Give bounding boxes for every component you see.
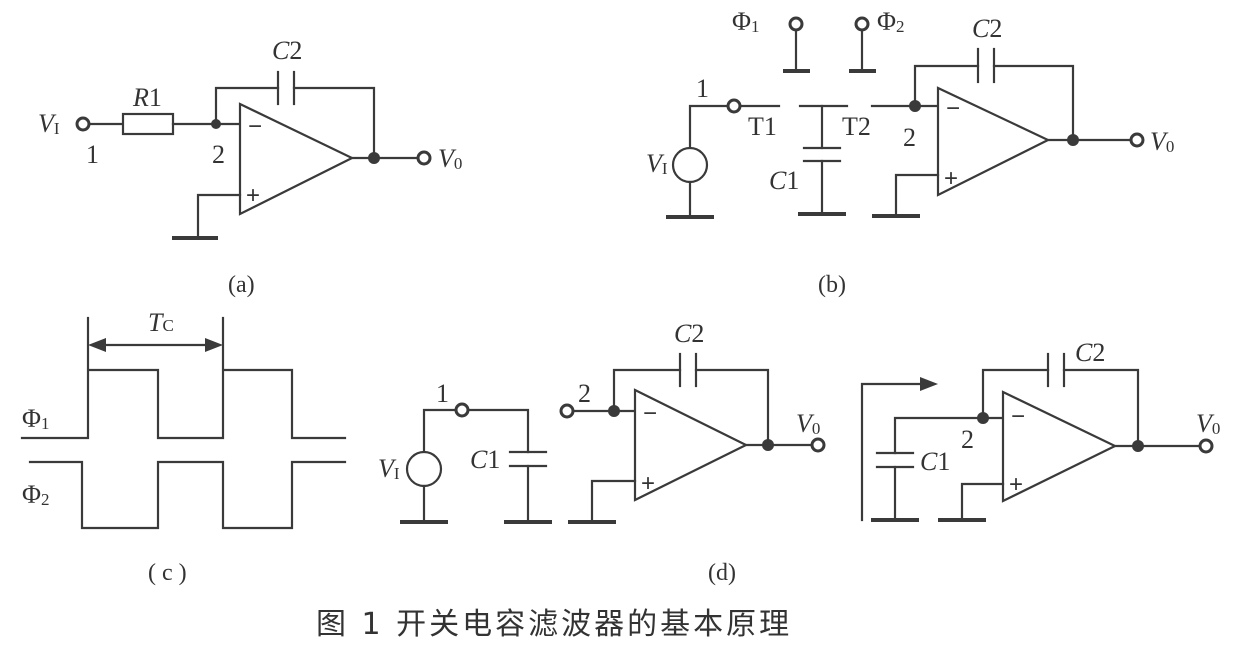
wire-b-ground — [894, 173, 940, 218]
node-1-label-d: 1 — [436, 379, 449, 408]
c1-label-b: C1 — [769, 166, 799, 195]
phi1-label-c: Φ1 — [22, 404, 50, 433]
minus-sign-b: − — [946, 95, 960, 122]
node-1-terminal-b — [726, 98, 742, 114]
wire-d-src-top — [422, 408, 458, 454]
plus-sign-r: + — [1009, 471, 1023, 498]
node-1-label-a: 1 — [86, 140, 99, 169]
waveform-phi2 — [28, 460, 347, 530]
output-terminal-a — [416, 150, 432, 166]
vin-label-d: VI — [378, 454, 400, 483]
resistor-r1-a — [121, 112, 175, 136]
output-node-d — [762, 439, 774, 451]
output-terminal-r — [1198, 438, 1214, 454]
vout-label-d: V0 — [796, 409, 820, 438]
phi1-terminal-b — [788, 16, 804, 32]
c2-label-d: C2 — [674, 319, 704, 348]
phi2-label-c: Φ2 — [22, 480, 50, 509]
wire-b-fb-right — [992, 64, 1075, 142]
wire-a-fb-left — [214, 86, 280, 126]
phi2-terminal-b — [854, 16, 870, 32]
caption-a: (a) — [228, 272, 255, 298]
voltage-source-d — [405, 450, 443, 488]
c2-label-r: C2 — [1075, 338, 1105, 367]
node-1-terminal-d — [454, 402, 470, 418]
plus-sign-a: + — [246, 182, 260, 209]
node-1-label-b: 1 — [696, 74, 709, 103]
charge-flow-arrow-line — [860, 382, 924, 522]
panel-c: TC Φ1 Φ2 ( c ) — [20, 308, 347, 586]
t1-label-b: T1 — [748, 112, 777, 141]
caption-c: ( c ) — [148, 560, 187, 586]
output-node-r — [1132, 440, 1144, 452]
output-node-a — [368, 152, 380, 164]
period-label-c: TC — [148, 308, 174, 337]
wire-r-fb-left — [981, 368, 1050, 420]
c2-label-a: C2 — [272, 36, 302, 65]
caption-b: (b) — [818, 272, 846, 298]
vin-label-b: VI — [646, 149, 668, 178]
wire-a-ground — [196, 193, 242, 240]
output-terminal-d — [810, 437, 826, 453]
wire-a-fb-right — [292, 86, 376, 160]
c2-label-b: C2 — [972, 14, 1002, 43]
r1-label-a: R1 — [132, 83, 162, 112]
node-2-label-r: 2 — [961, 425, 974, 454]
phi2-label-b: Φ2 — [877, 7, 905, 36]
c1-label-d: C1 — [470, 445, 500, 474]
opamp-r — [1001, 390, 1118, 503]
panel-d: 1 VI C1 2 C2 − + V0 (d) C1 2 C2 − + V0 — [378, 319, 1220, 586]
vin-label-a: VI — [38, 109, 60, 138]
opamp-a — [238, 102, 355, 216]
wire-r-fb-right — [1062, 368, 1140, 448]
charge-flow-arrow-head — [920, 377, 938, 391]
input-terminal-a — [75, 116, 91, 132]
panel-a: VI 1 R1 2 C2 − + V0 (a) — [38, 36, 462, 298]
plus-sign-d: + — [641, 470, 655, 497]
opamp-d — [633, 388, 749, 502]
node-2-label-a: 2 — [212, 140, 225, 169]
c1-label-r: C1 — [920, 447, 950, 476]
wire-d-fb-left — [612, 368, 682, 413]
output-terminal-b — [1129, 132, 1145, 148]
period-arrow-right-head — [205, 338, 223, 352]
output-node-b — [1067, 134, 1079, 146]
minus-sign-r: − — [1011, 403, 1025, 430]
vout-label-a: V0 — [438, 144, 462, 173]
phi1-label-b: Φ1 — [732, 7, 760, 36]
voltage-source-b — [671, 146, 709, 184]
minus-sign-a: − — [248, 113, 262, 140]
waveform-phi1 — [20, 368, 347, 440]
wire-d-c1-top — [466, 408, 530, 454]
wire-r-c1-top — [893, 416, 985, 455]
node-2-label-b: 2 — [903, 123, 916, 152]
wire-d-fb-right — [694, 368, 770, 447]
node-2-terminal-d — [559, 403, 575, 419]
opamp-b — [936, 86, 1051, 197]
plus-sign-b: + — [944, 165, 958, 192]
period-arrow-left-head — [88, 338, 106, 352]
caption-d: (d) — [708, 560, 736, 586]
wire-b-fb-left — [913, 64, 980, 108]
wire-r-ground — [960, 482, 1005, 522]
figure-title: 图 1 开关电容滤波器的基本原理 — [316, 607, 792, 642]
vout-label-b: V0 — [1150, 127, 1174, 156]
minus-sign-d: − — [643, 400, 657, 427]
panel-b: Φ1 Φ2 1 T1 T2 2 VI C1 C2 − + V0 (b) — [646, 7, 1174, 298]
node-2-label-d: 2 — [578, 379, 591, 408]
wire-b-src-top — [688, 104, 732, 150]
wire-d-ground — [590, 479, 637, 524]
t2-label-b: T2 — [842, 112, 871, 141]
vout-label-r: V0 — [1196, 409, 1220, 438]
